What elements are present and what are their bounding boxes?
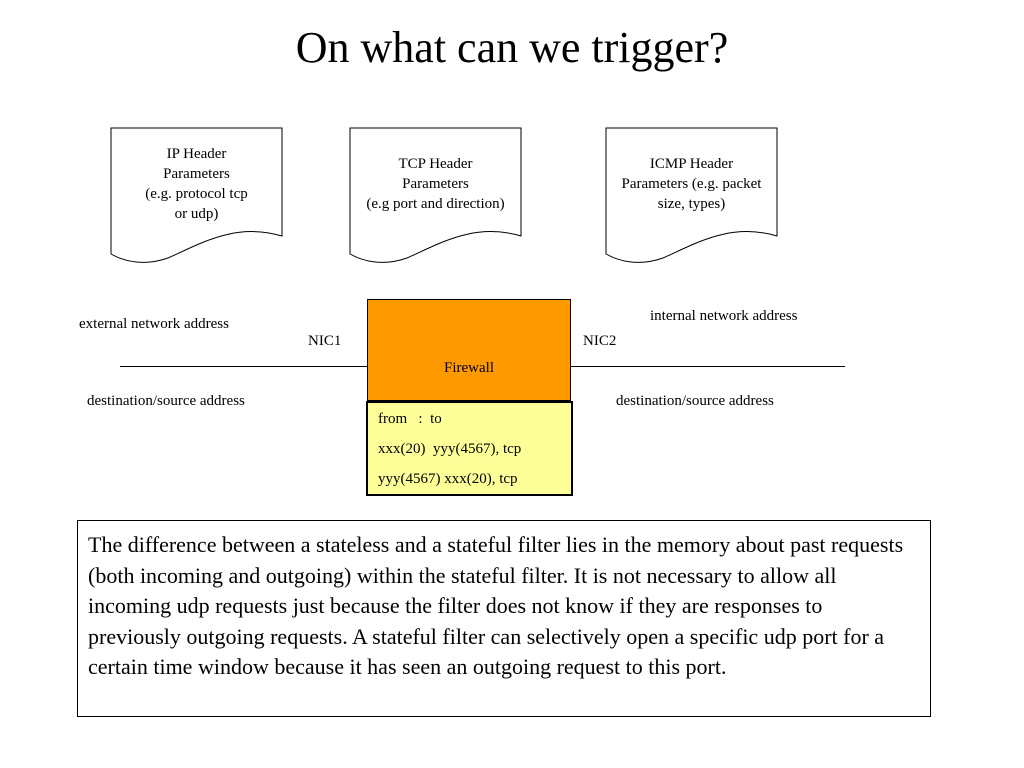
ip-header-document-shape bbox=[110, 127, 283, 263]
dest-src-right-label: destination/source address bbox=[616, 393, 774, 409]
icmp-header-line: Parameters (e.g. packet bbox=[621, 176, 762, 192]
ip-header-line: or udp) bbox=[174, 206, 219, 222]
nic2-label: NIC2 bbox=[583, 333, 617, 349]
ip-header-line: (e.g. protocol tcp bbox=[145, 186, 248, 202]
internal-network-label: internal network address bbox=[650, 308, 798, 324]
tcp-header-line: (e.g port and direction) bbox=[366, 196, 505, 212]
icmp-header-line: ICMP Header bbox=[649, 156, 734, 172]
icmp-header-text: ICMP Header Parameters (e.g. packet size… bbox=[606, 154, 777, 214]
ip-header-line: IP Header bbox=[166, 146, 227, 162]
external-network-label: external network address bbox=[79, 316, 229, 332]
explanation-note: The difference between a stateless and a… bbox=[77, 520, 931, 717]
rule-row: xxx(20) yyy(4567), tcp bbox=[378, 441, 522, 457]
tcp-header-line: TCP Header bbox=[398, 156, 473, 172]
rule-header: from : to bbox=[378, 411, 442, 427]
ip-header-line: Parameters bbox=[163, 166, 230, 182]
dest-src-left-label: destination/source address bbox=[87, 393, 245, 409]
slide-title: On what can we trigger? bbox=[295, 23, 729, 72]
external-network-line bbox=[120, 366, 367, 367]
tcp-header-text: TCP Header Parameters (e.g port and dire… bbox=[350, 154, 521, 214]
tcp-header-document-shape bbox=[349, 127, 522, 263]
firewall-rules-table: from : to xxx(20) yyy(4567), tcp yyy(456… bbox=[366, 401, 573, 496]
nic1-label: NIC1 bbox=[308, 333, 342, 349]
tcp-header-line: Parameters bbox=[402, 176, 469, 192]
firewall-box: Firewall bbox=[367, 299, 571, 401]
firewall-label: Firewall bbox=[444, 360, 494, 376]
ip-header-text: IP Header Parameters (e.g. protocol tcp … bbox=[111, 144, 282, 224]
icmp-header-line: size, types) bbox=[657, 196, 726, 212]
internal-network-line bbox=[571, 366, 845, 367]
icmp-header-document-shape bbox=[605, 127, 778, 263]
rule-row: yyy(4567) xxx(20), tcp bbox=[378, 471, 518, 487]
